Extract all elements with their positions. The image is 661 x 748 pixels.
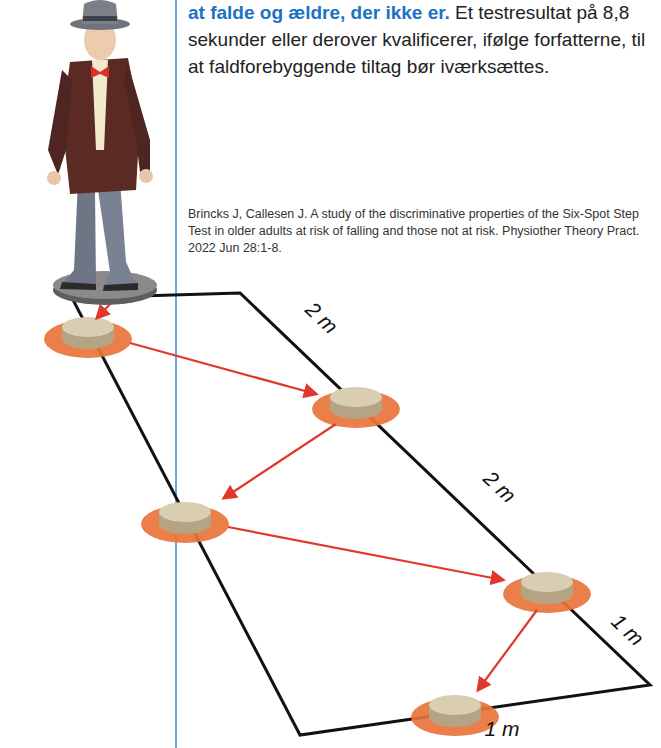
- body-paragraph: at falde og ældre, der ikke er.Et testre…: [188, 0, 654, 80]
- dimension-label: 1 m: [607, 609, 649, 651]
- walking-figure: [47, 0, 157, 305]
- lead-text: at falde og ældre, der ikke er.: [188, 2, 450, 23]
- dimension-label: 2 m: [479, 466, 521, 508]
- dimension-label: 1 m: [484, 717, 519, 741]
- step-arrows: [97, 302, 537, 690]
- step-disc: [44, 317, 132, 358]
- dimension-label: 2 m: [301, 297, 343, 339]
- column-rule: [175, 0, 176, 748]
- step-disc: [312, 387, 400, 428]
- reference-text: Brincks J, Callesen J. A study of the di…: [188, 206, 650, 257]
- field-outline: [72, 293, 650, 735]
- step-disc: [503, 572, 591, 613]
- step-disc: [141, 502, 229, 543]
